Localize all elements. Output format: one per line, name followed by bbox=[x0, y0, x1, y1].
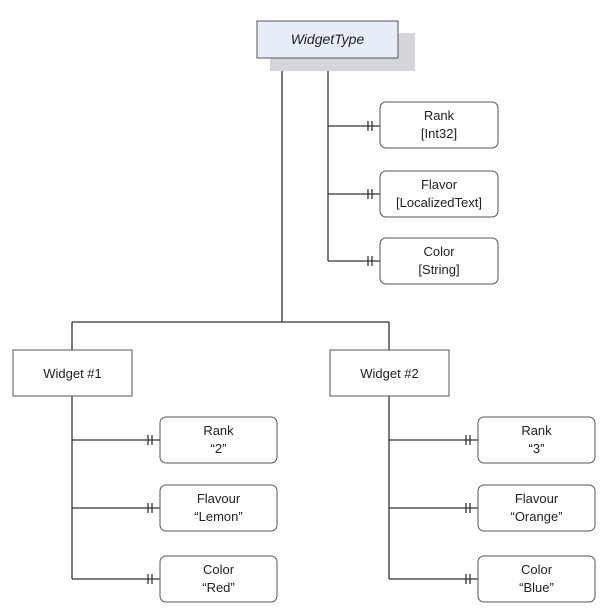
property-name: Rank bbox=[521, 423, 552, 438]
widget-type-box bbox=[256, 20, 399, 59]
widget-type-node: WidgetType bbox=[256, 20, 415, 71]
property-name: Flavor bbox=[421, 177, 458, 192]
property-value: “Lemon” bbox=[194, 509, 242, 524]
property-value: [LocalizedText] bbox=[396, 195, 482, 210]
property-name: Rank bbox=[424, 108, 455, 123]
cardinality-ticks bbox=[147, 121, 471, 584]
property-name: Color bbox=[423, 244, 455, 259]
type-property-color: Color [String] bbox=[379, 237, 499, 285]
w2-property-flavour: Flavour “Orange” bbox=[477, 484, 596, 532]
widget-2-node: Widget #2 bbox=[329, 349, 450, 397]
property-value: “3” bbox=[529, 441, 545, 456]
property-value: “Orange” bbox=[510, 509, 562, 524]
property-name: Color bbox=[521, 562, 553, 577]
property-value: [Int32] bbox=[421, 126, 457, 141]
w1-property-flavour: Flavour “Lemon” bbox=[159, 484, 278, 532]
property-name: Flavour bbox=[515, 491, 559, 506]
connector-lines bbox=[71, 58, 478, 584]
w1-property-color: Color “Red” bbox=[159, 555, 278, 603]
widget-1-node: Widget #1 bbox=[12, 349, 133, 397]
property-name: Rank bbox=[203, 423, 234, 438]
property-name: Color bbox=[203, 562, 235, 577]
type-property-flavor: Flavor [LocalizedText] bbox=[379, 170, 499, 218]
type-property-rank: Rank [Int32] bbox=[379, 101, 499, 149]
property-value: [String] bbox=[418, 262, 459, 277]
widget-1-label: Widget #1 bbox=[43, 366, 102, 381]
property-value: “Red” bbox=[202, 580, 235, 595]
property-name: Flavour bbox=[197, 491, 241, 506]
w2-property-color: Color “Blue” bbox=[477, 555, 596, 603]
property-value: “2” bbox=[211, 441, 227, 456]
property-value: “Blue” bbox=[519, 580, 554, 595]
widget-type-label: WidgetType bbox=[291, 31, 365, 47]
w2-property-rank: Rank “3” bbox=[477, 416, 596, 464]
widget-2-label: Widget #2 bbox=[360, 366, 419, 381]
w1-property-rank: Rank “2” bbox=[159, 416, 278, 464]
